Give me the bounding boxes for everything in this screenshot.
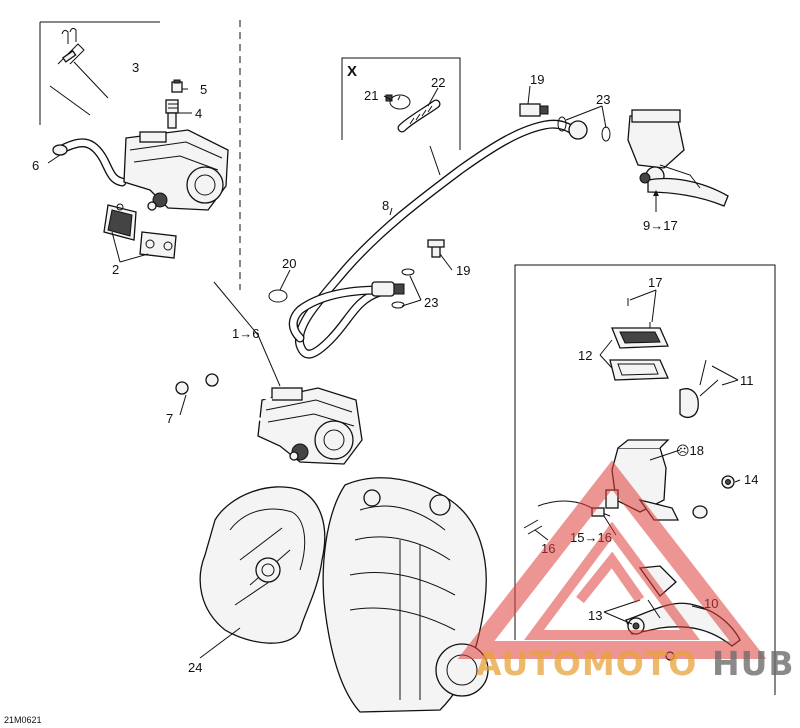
chaincase-housing bbox=[322, 477, 489, 713]
pin-set bbox=[49, 27, 109, 116]
callout-4: 4 bbox=[195, 106, 202, 121]
callout-3: 3 bbox=[132, 60, 139, 75]
caliper-bolts bbox=[175, 373, 273, 422]
inset-frame-master bbox=[514, 264, 776, 695]
callout-7: 7 bbox=[166, 411, 173, 426]
brake-hose-main bbox=[294, 119, 580, 359]
banjo-bolt-upper bbox=[519, 103, 611, 142]
reservoir-cover-screws bbox=[627, 298, 651, 330]
callout-x: X bbox=[347, 63, 357, 80]
brake-light-switch-14 bbox=[692, 475, 735, 519]
master-cylinder-assembly bbox=[627, 109, 729, 207]
protective-sleeve-22 bbox=[397, 99, 441, 133]
callout-14: 14 bbox=[744, 472, 758, 487]
diagram-code: 21M0621 bbox=[4, 715, 42, 725]
callout-19-upper: 19 bbox=[530, 72, 544, 87]
bleed-screw bbox=[165, 79, 183, 129]
callout-6: 6 bbox=[32, 158, 39, 173]
terminals-16 bbox=[523, 519, 543, 535]
callout-21: 21 bbox=[364, 88, 378, 103]
callout-24: 24 bbox=[188, 660, 202, 675]
caliper-inset bbox=[123, 129, 229, 211]
watermark-triangle bbox=[457, 460, 767, 659]
callout-17: 17 bbox=[648, 275, 662, 290]
watermark-text-hub: HUB bbox=[712, 644, 795, 683]
callout-9-17: 9→17 bbox=[643, 218, 678, 233]
callout-5: 5 bbox=[200, 82, 207, 97]
watermark-logo bbox=[457, 460, 767, 659]
callout-8: 8 bbox=[382, 198, 389, 213]
hose-clamp-21 bbox=[385, 94, 411, 110]
leader-lines bbox=[47, 85, 741, 659]
callout-20: 20 bbox=[282, 256, 296, 271]
clamp-bolts-11 bbox=[679, 359, 719, 419]
watermark-text-auto: AUTOMOTO bbox=[476, 644, 697, 683]
callout-23-lower: 23 bbox=[424, 295, 438, 310]
callout-22: 22 bbox=[431, 75, 445, 90]
brake-pads bbox=[103, 203, 177, 259]
callout-23-upper: 23 bbox=[596, 92, 610, 107]
disc-guard bbox=[199, 486, 326, 644]
brake-caliper-main bbox=[257, 387, 363, 465]
callout-2: 2 bbox=[112, 262, 119, 277]
banjo-bolt-lower bbox=[391, 239, 445, 309]
banjo-fitting-lower bbox=[371, 281, 405, 297]
hose-clamp-20 bbox=[268, 289, 288, 303]
inset-frame-x bbox=[341, 57, 461, 150]
callout-12: 12 bbox=[578, 348, 592, 363]
callout-11: 11 bbox=[740, 373, 754, 388]
callout-18: ☹18 bbox=[676, 443, 704, 458]
reservoir-cover-12 bbox=[609, 327, 669, 381]
callout-19-lower: 19 bbox=[456, 263, 470, 278]
callout-13: 13 bbox=[588, 608, 602, 623]
callout-1-6: 1→6 bbox=[232, 326, 259, 341]
